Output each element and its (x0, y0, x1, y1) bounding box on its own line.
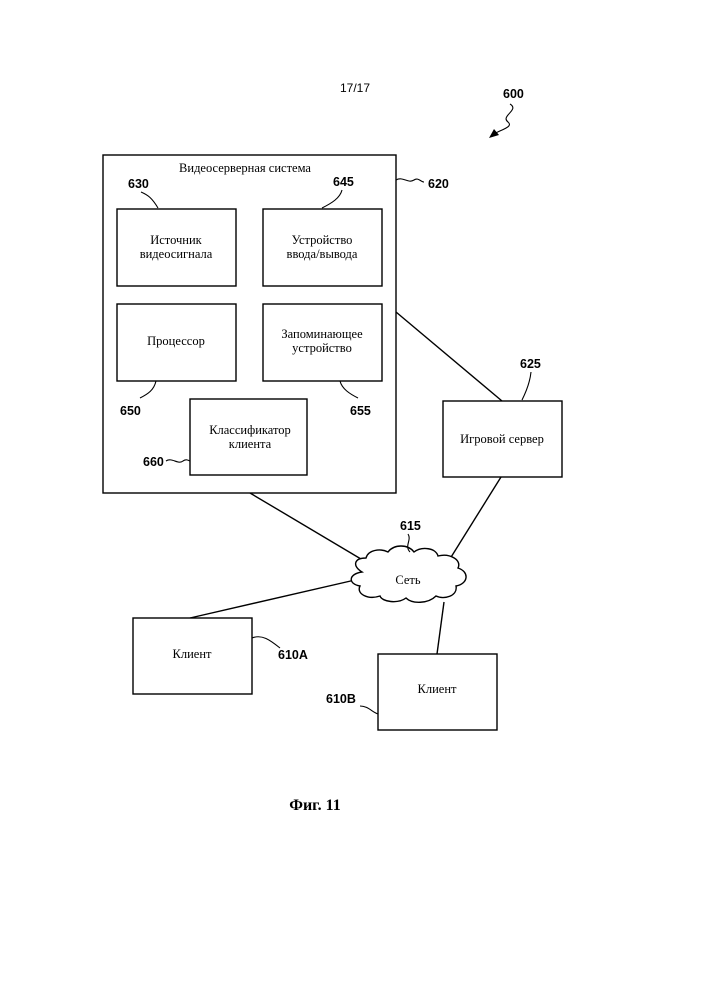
storage-ref: 655 (350, 404, 371, 418)
client-b-leader (360, 706, 378, 714)
client-a-ref: 610A (278, 648, 308, 662)
client-a-label: Клиент (173, 647, 213, 661)
game-server-ref: 625 (520, 357, 541, 371)
game-server-leader (522, 372, 531, 400)
processor-ref: 650 (120, 404, 141, 418)
io-device-label-line1: Устройство (292, 233, 353, 247)
link-server-gameserver (396, 312, 502, 401)
network-label: Сеть (395, 573, 421, 587)
page-number: 17/17 (340, 81, 370, 95)
video-server-system-leader (396, 179, 424, 182)
storage-label-line2: устройство (292, 341, 352, 355)
network-ref: 615 (400, 519, 421, 533)
video-source-ref: 630 (128, 177, 149, 191)
video-server-system-ref: 620 (428, 177, 449, 191)
link-clienta-network (190, 580, 355, 618)
client-a-leader (252, 637, 280, 648)
client-classifier-label-line1: Классификатор (209, 423, 291, 437)
link-gameserver-network (448, 477, 501, 562)
link-clientb-network (437, 602, 444, 654)
figure-ref-arrow (494, 104, 513, 134)
link-server-network (250, 493, 366, 562)
client-b-ref: 610B (326, 692, 356, 706)
io-device-ref: 645 (333, 175, 354, 189)
io-device-label-line2: ввода/вывода (287, 247, 358, 261)
figure-ref-label: 600 (503, 87, 524, 101)
figure-caption: Фиг. 11 (289, 797, 341, 814)
client-b-label: Клиент (418, 682, 458, 696)
video-source-label-line2: видеосигнала (140, 247, 213, 261)
storage-label-line1: Запоминающее (281, 327, 363, 341)
figure-ref-arrowhead (489, 129, 499, 138)
game-server-label: Игровой сервер (460, 432, 544, 446)
video-source-label-line1: Источник (150, 233, 202, 247)
client-classifier-ref: 660 (143, 455, 164, 469)
client-classifier-label-line2: клиента (229, 437, 272, 451)
processor-label: Процессор (147, 334, 205, 348)
video-server-system-title: Видеосерверная система (179, 161, 311, 175)
